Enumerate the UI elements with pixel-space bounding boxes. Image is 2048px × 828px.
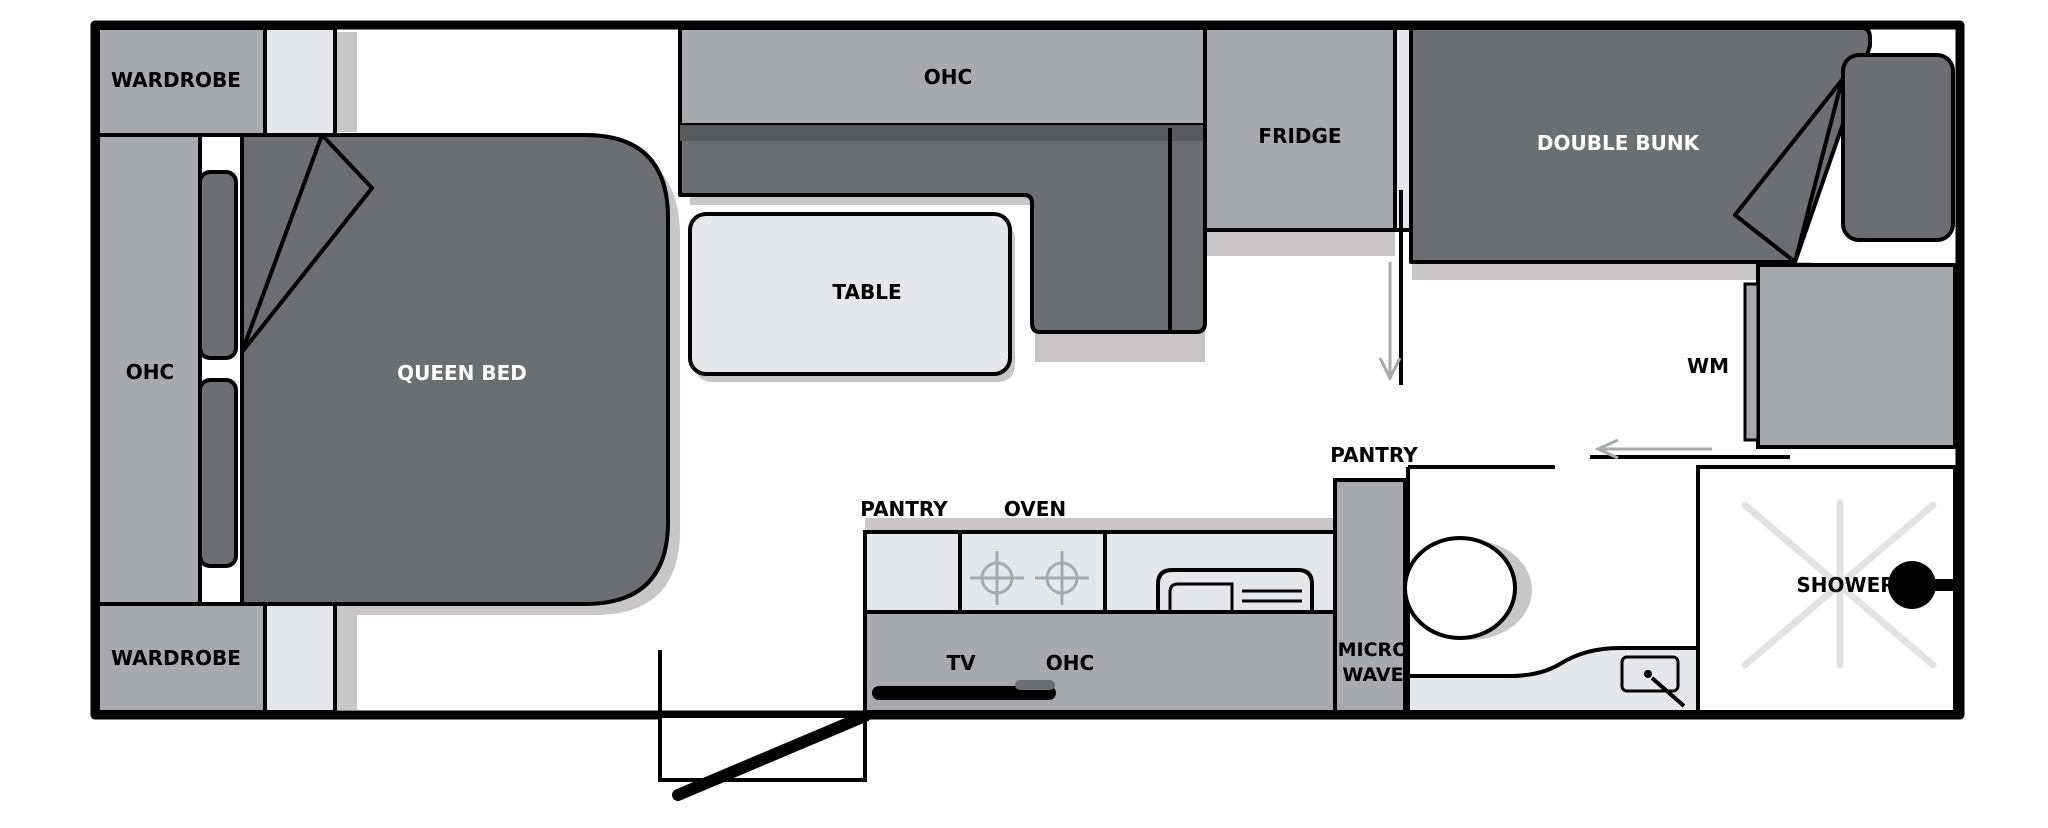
cooktop <box>958 530 1107 614</box>
label-queen-bed: QUEEN BED <box>397 361 527 385</box>
label-wave: WAVE <box>1342 664 1403 686</box>
basin-drain <box>1644 670 1652 678</box>
wardrobe-bottom-gap <box>263 602 337 714</box>
fridge <box>1203 26 1397 232</box>
fridge-shadow <box>1205 228 1395 256</box>
label-tv: TV <box>946 651 976 675</box>
label-double-bunk: DOUBLE BUNK <box>1537 131 1701 155</box>
door-arrow-down-head <box>1378 357 1402 382</box>
dinette-backrest <box>680 125 1205 141</box>
pantry-kitchen <box>863 530 962 614</box>
shower-drain-cross <box>1741 499 1937 669</box>
wardrobe-top <box>96 26 267 137</box>
bedside-table-lower <box>198 378 238 568</box>
outer-wall <box>90 20 1965 720</box>
bunk-shadow <box>1412 262 1812 280</box>
label-ohc-left: OHC <box>126 360 174 384</box>
label-wardrobe-bottom: WARDROBE <box>111 646 241 670</box>
label-fridge: FRIDGE <box>1258 124 1341 148</box>
wardrobe-bottom <box>96 602 267 714</box>
dinette-seat <box>678 123 1207 334</box>
label-ohc-kitchen: OHC <box>1046 651 1094 675</box>
wardrobe-bottom-shadow <box>335 604 357 710</box>
label-table: TABLE <box>832 280 901 304</box>
tv-highlight <box>1015 680 1055 690</box>
bedside-table-upper <box>198 170 238 360</box>
toilet <box>1403 536 1517 640</box>
entry-door <box>672 710 871 801</box>
entry-step <box>658 714 867 782</box>
basin-tap <box>1650 676 1686 708</box>
double-bunk-fold <box>1733 78 1844 264</box>
queen-bed <box>240 133 670 606</box>
wardrobe-top-shadow <box>335 32 357 132</box>
label-oven: OVEN <box>1004 497 1066 521</box>
queen-bed-fold <box>240 133 374 354</box>
burner-right <box>1035 551 1089 605</box>
label-pantry-kitchen: PANTRY <box>860 497 948 521</box>
washing-machine-door <box>1743 282 1760 442</box>
label-wm: WM <box>1687 354 1729 378</box>
ohc-left <box>96 133 202 606</box>
tv <box>872 686 1056 700</box>
label-micro: MICRO <box>1338 639 1409 661</box>
table <box>688 212 1012 376</box>
door-arrow-left-head <box>1594 438 1619 460</box>
label-pantry-right: PANTRY <box>1330 443 1418 467</box>
bunk-pillow <box>1841 53 1955 242</box>
label-shower: SHOWER <box>1796 573 1895 597</box>
label-wardrobe-top: WARDROBE <box>111 68 241 92</box>
label-ohc-top: OHC <box>924 65 972 89</box>
burner-left <box>970 551 1024 605</box>
washing-machine <box>1756 263 1957 449</box>
sink-bowl <box>1168 582 1234 612</box>
shower-arm <box>1912 579 1958 591</box>
wardrobe-top-gap <box>263 26 337 137</box>
